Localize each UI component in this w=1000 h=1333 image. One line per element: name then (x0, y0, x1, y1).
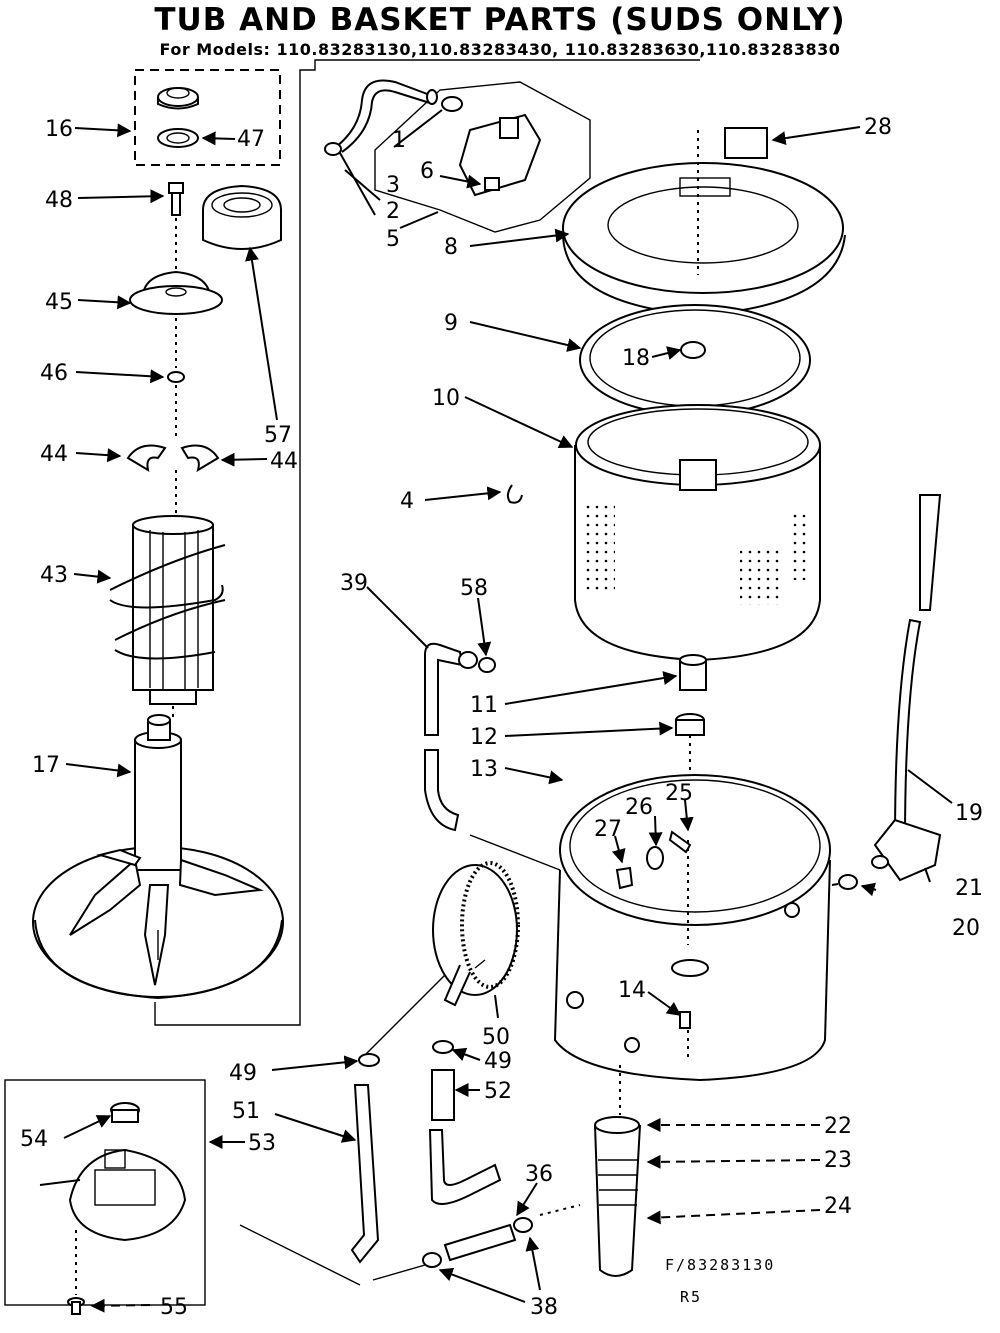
clamp-38 (422, 1252, 442, 1268)
callout-1: 1 (392, 128, 406, 153)
overflow-hose-lower (893, 618, 922, 841)
pump-screw-part (67, 1297, 85, 1315)
callout-48: 48 (45, 188, 73, 213)
callout-12: 12 (470, 725, 498, 750)
callout-22: 22 (824, 1114, 852, 1139)
fabric-softener-cup-part (202, 184, 282, 250)
callout-17: 17 (32, 753, 60, 778)
overflow-hose-upper (919, 494, 942, 611)
hub-part (679, 654, 707, 691)
callout-21: 21 (955, 876, 983, 901)
tub-bolt-part (679, 1011, 691, 1029)
callout-54: 54 (20, 1127, 48, 1152)
coupling-hose-part (443, 1223, 517, 1262)
washer-part (167, 371, 185, 383)
agitator-bolt-part (168, 182, 184, 216)
callout-57: 57 (264, 423, 292, 448)
callout-49-left: 49 (229, 1061, 257, 1086)
callout-13: 13 (470, 757, 498, 782)
pump-group-box (4, 1079, 206, 1306)
callout-27: 27 (594, 817, 622, 842)
agitator-dog-left (126, 444, 167, 473)
callout-14: 14 (618, 978, 646, 1003)
tub-ring-part (562, 162, 846, 317)
model-list: For Models: 110.83283130,110.83283430, 1… (159, 40, 841, 59)
seal-ring-part (157, 128, 199, 148)
inlet-hose-part (324, 79, 463, 156)
callout-25: 25 (665, 781, 693, 806)
callout-24: 24 (824, 1194, 852, 1219)
spanner-nut-part (675, 713, 705, 736)
callout-9: 9 (444, 311, 458, 336)
connector-hose-part (431, 1069, 455, 1121)
callout-36: 36 (525, 1162, 553, 1187)
revision-code: R5 (680, 1288, 702, 1306)
callout-44-right: 44 (270, 449, 298, 474)
callout-18: 18 (622, 346, 650, 371)
agitator-base-part (32, 714, 284, 1000)
callout-3: 3 (386, 173, 400, 198)
callout-51: 51 (232, 1099, 260, 1124)
pump-outlet-hose-part (428, 1129, 502, 1205)
callout-4: 4 (400, 489, 414, 514)
spin-basket-part (574, 404, 821, 662)
agitator-auger-part (109, 515, 226, 705)
seal-part (646, 846, 664, 870)
agitator-cap-large-part (129, 270, 223, 315)
callout-11: 11 (470, 693, 498, 718)
callout-8: 8 (444, 235, 458, 260)
callout-10: 10 (432, 386, 460, 411)
balance-ring-part (579, 304, 811, 416)
outer-tub-part (553, 774, 831, 1082)
diagram-title: TUB AND BASKET PARTS (SUDS ONLY) (154, 2, 846, 38)
nut-plate-part (724, 127, 768, 159)
callout-39: 39 (340, 571, 368, 596)
callout-50: 50 (482, 1025, 510, 1050)
callout-53: 53 (248, 1131, 276, 1156)
diagram-code: F/83283130 (665, 1256, 775, 1274)
bearing-part (615, 866, 634, 890)
callout-2: 2 (386, 199, 400, 224)
drive-block-part (668, 830, 692, 854)
callout-55: 55 (160, 1295, 188, 1320)
hose-clamp-right (432, 1040, 454, 1054)
callout-5: 5 (386, 227, 400, 252)
callout-26: 26 (625, 795, 653, 820)
clip-part (506, 484, 523, 504)
callout-44-left: 44 (40, 442, 68, 467)
drain-hose-part (350, 1084, 380, 1264)
callout-16: 16 (45, 117, 73, 142)
connector-part (871, 818, 942, 882)
callout-58: 58 (460, 576, 488, 601)
callout-46: 46 (40, 361, 68, 386)
callout-49-right: 49 (484, 1049, 512, 1074)
callout-52: 52 (484, 1079, 512, 1104)
siphon-hose-part (424, 642, 496, 832)
clamp-36 (513, 1217, 533, 1233)
pump-assembly-part (39, 1102, 187, 1242)
tub-drain-hose-part (594, 1116, 641, 1277)
callout-19: 19 (955, 801, 983, 826)
pump-part (432, 861, 520, 1007)
callout-28: 28 (864, 115, 892, 140)
callout-47: 47 (237, 127, 265, 152)
callout-45: 45 (45, 290, 73, 315)
callout-43: 43 (40, 563, 68, 588)
agitator-cap-part (157, 87, 199, 110)
callout-23: 23 (824, 1148, 852, 1173)
gasket-part (838, 874, 858, 890)
valve-group-outline (374, 81, 591, 233)
agitator-dog-right (180, 444, 220, 473)
callout-20: 20 (952, 916, 980, 941)
hose-clamp-left (358, 1053, 380, 1067)
callout-38: 38 (530, 1295, 558, 1320)
agitator-group-outline (154, 59, 700, 1026)
callout-6: 6 (420, 159, 434, 184)
